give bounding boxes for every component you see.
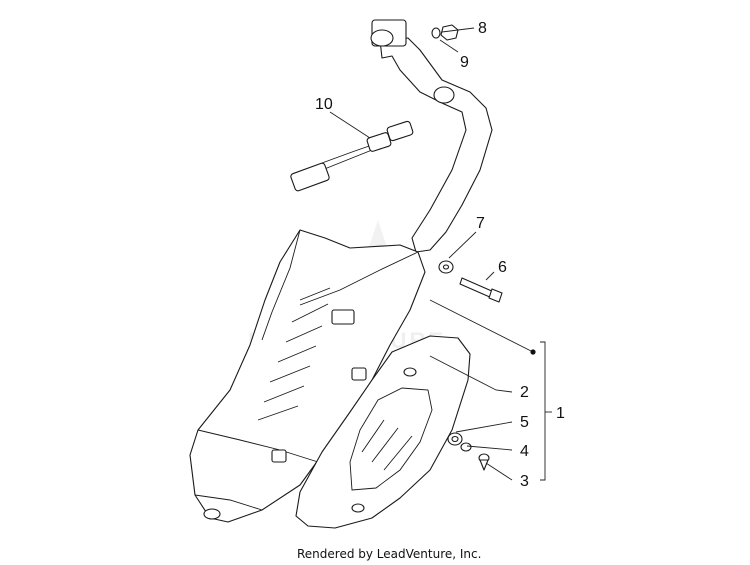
callout-8: 8 [478,20,487,37]
callout-4: 4 [520,443,529,460]
callout-1: 1 [556,405,565,422]
screw [478,453,490,471]
render-credit: Rendered by LeadVenture, Inc. [297,547,481,561]
washer [438,260,454,274]
grommet [447,432,463,446]
callout-9: 9 [460,54,469,71]
callout-2: 2 [520,384,529,401]
muffler [189,229,426,523]
lambda-sensor [290,120,414,192]
callout-labels: 8 9 10 7 6 2 5 4 3 1 [315,20,565,490]
heat-shield [295,335,471,529]
callout-7: 7 [476,215,485,232]
nut [431,24,459,41]
bolt [459,277,503,303]
callout-10: 10 [315,96,333,113]
callout-6: 6 [498,259,507,276]
callout-3: 3 [520,473,529,490]
callout-5: 5 [520,414,529,431]
small-washer [460,442,472,452]
leader-lines [329,27,552,481]
